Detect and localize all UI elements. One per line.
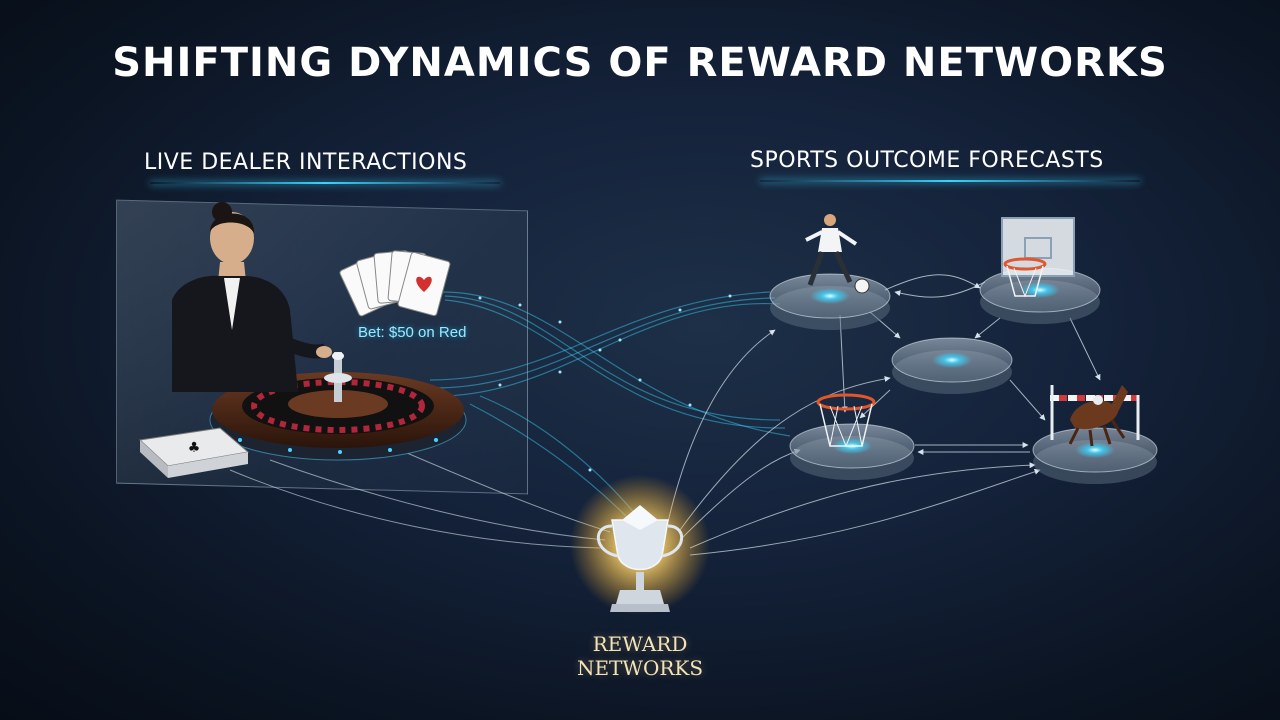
soccer-player-icon	[805, 214, 870, 294]
sports-node-basketball-bottom	[789, 423, 915, 480]
section-title-live-dealer: LIVE DEALER INTERACTIONS	[144, 150, 468, 175]
sports-node-soccer	[769, 273, 891, 330]
roulette-wheel-icon	[209, 352, 467, 461]
reward-label-line2: NETWORKS	[576, 656, 704, 680]
basketball-net-icon	[816, 393, 876, 448]
section-title-sports-forecasts: SPORTS OUTCOME FORECASTS	[750, 148, 1104, 173]
section-underline-right	[760, 180, 1140, 182]
data-stream-particles	[478, 294, 732, 472]
dealer-to-reward-connections	[229, 449, 611, 549]
racehorse-icon	[1050, 385, 1140, 447]
basketball-hoop-icon	[1001, 217, 1075, 298]
reward-networks-label: REWARD NETWORKS	[540, 632, 740, 680]
playing-cards-icon	[339, 250, 451, 317]
sports-node-center	[891, 337, 1013, 394]
bet-label: Bet: $50 on Red	[358, 324, 467, 341]
card-deck-icon: ♣	[138, 427, 250, 478]
svg-text:♣: ♣	[188, 440, 201, 456]
trophy-icon	[570, 475, 710, 615]
page-title: SHIFTING DYNAMICS OF REWARD NETWORKS	[112, 40, 1168, 86]
dealer-icon	[172, 202, 332, 392]
section-underline-left	[150, 182, 500, 184]
sports-node-horse-racing	[1032, 427, 1158, 484]
reward-label-line1: REWARD	[592, 632, 688, 656]
